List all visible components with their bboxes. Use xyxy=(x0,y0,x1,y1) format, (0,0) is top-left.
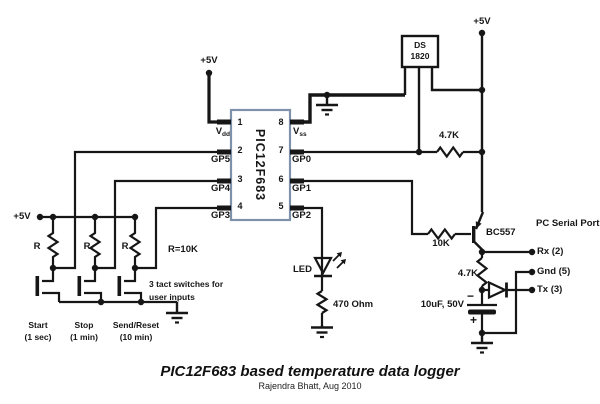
rx-terminal-label: Rx (2) xyxy=(537,246,564,257)
pin-3-number: 3 xyxy=(237,174,243,184)
pin-4-number: 4 xyxy=(237,201,243,211)
start-switch-time: (1 sec) xyxy=(24,332,52,342)
capacitor-minus-sign: − xyxy=(467,289,475,303)
r-value-note: R=10K xyxy=(168,244,198,255)
input-switch-network xyxy=(35,150,231,324)
schematic-author: Rajendra Bhatt, Aug 2010 xyxy=(258,381,362,391)
pin-6-number: 6 xyxy=(278,174,284,184)
schematic-title: PIC12F683 based temperature data logger xyxy=(160,363,460,380)
junction-dots xyxy=(36,29,536,337)
sensor-pullup-resistor-label: 4.7K xyxy=(438,130,460,141)
led-resistor-470 xyxy=(311,290,333,339)
pullup-resistor-4k7 xyxy=(290,145,482,159)
r3-label: R xyxy=(121,241,129,252)
serial-port-title: PC Serial Port xyxy=(536,218,600,229)
ic-part-name: PIC12F683 xyxy=(253,128,267,202)
gp4-pin-label: GP4 xyxy=(210,183,230,194)
capacitor-plus-sign: + xyxy=(470,313,478,327)
led-symbol xyxy=(290,206,346,291)
gp5-pin-label: GP5 xyxy=(210,154,230,165)
vdd-wire xyxy=(207,73,231,124)
gp1-pin-label: GP1 xyxy=(292,183,312,194)
base-resistor-10k xyxy=(290,179,471,241)
led-label: LED xyxy=(293,264,312,275)
gnd-terminal-label: Gnd (5) xyxy=(537,266,571,277)
pin-7-number: 7 xyxy=(278,145,284,155)
led-resistor-label: 470 Ohm xyxy=(333,299,374,310)
r1-label: R xyxy=(33,241,41,252)
pin-5-number: 5 xyxy=(278,201,284,211)
start-switch-name: Start xyxy=(28,320,48,330)
vss-ground-wire xyxy=(290,93,405,124)
serial-port-wires xyxy=(482,250,532,335)
vdd-pin-label: Vdd xyxy=(215,126,230,138)
transistor-bc557-symbol xyxy=(472,211,485,252)
vss-pin-label: Vss xyxy=(293,126,307,138)
stop-switch-time: (1 min) xyxy=(70,332,98,342)
capacitor-label: 10uF, 50V xyxy=(420,299,464,310)
gp2-pin-label: GP2 xyxy=(292,210,312,221)
r2-label: R xyxy=(83,241,91,252)
switch-note-line1: 3 tact switches for xyxy=(149,279,224,289)
send-switch-time: (10 min) xyxy=(119,332,153,342)
sensor-supply-label: +5V xyxy=(473,16,491,27)
switch-note-line2: user inputs xyxy=(149,292,195,302)
switch-supply-label: +5V xyxy=(13,211,31,222)
send-switch-name: Send/Reset xyxy=(112,320,160,330)
pin-1-number: 1 xyxy=(237,117,243,127)
gp0-pin-label: GP0 xyxy=(292,154,312,165)
base-resistor-label: 10K xyxy=(432,238,450,249)
emitter-resistor-label: 4.7K xyxy=(457,268,478,279)
gp3-pin-label: GP3 xyxy=(210,210,230,221)
pin-2-number: 2 xyxy=(237,145,243,155)
emitter-resistor-4k7 xyxy=(475,252,489,305)
ds1820-label-line1: DS xyxy=(414,40,426,50)
pin-8-number: 8 xyxy=(278,117,284,127)
diode-symbol xyxy=(482,280,508,300)
ds1820-label-line2: 1820 xyxy=(410,51,430,61)
stop-switch-name: Stop xyxy=(74,320,94,330)
transistor-label: BC557 xyxy=(486,227,516,238)
vdd-supply-label: +5V xyxy=(200,55,218,66)
ds1820-sensor-symbol xyxy=(400,34,482,152)
tx-terminal-label: Tx (3) xyxy=(537,284,563,295)
